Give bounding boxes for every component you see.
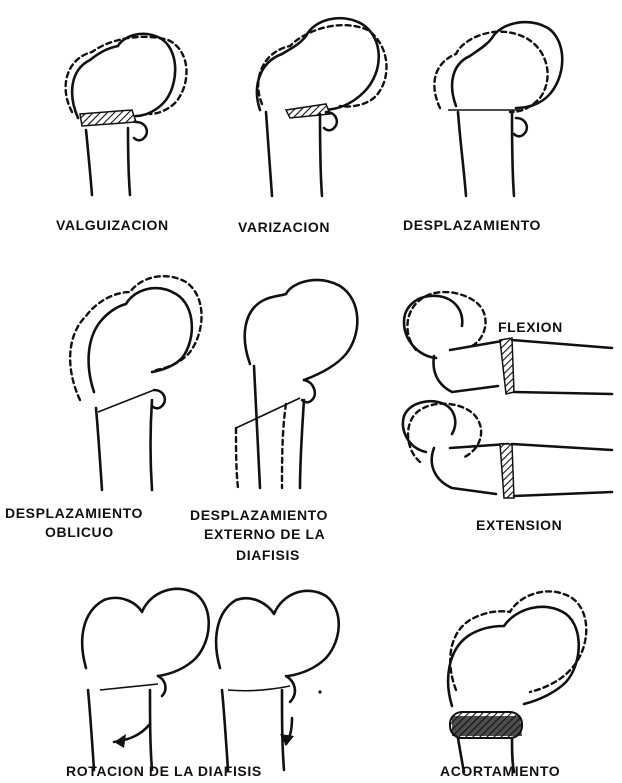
- label-rotacion: ROTACION DE LA DIAFISIS: [66, 762, 262, 780]
- label-externo-line3: DIAFISIS: [236, 546, 300, 564]
- femur-desplazamiento-externo: [236, 280, 357, 488]
- femur-flexion: [404, 292, 612, 394]
- label-flexion: FLEXION: [498, 318, 563, 336]
- label-externo-line1: DESPLAZAMIENTO: [190, 506, 328, 524]
- label-varizacion: VARIZACION: [238, 218, 330, 236]
- femur-rotacion-left: [82, 589, 209, 770]
- label-acortamiento: ACORTAMIENTO: [440, 762, 560, 780]
- label-oblicuo-line1: DESPLAZAMIENTO: [5, 504, 143, 522]
- label-oblicuo-line2: OBLICUO: [45, 523, 114, 541]
- femur-extension: [403, 401, 612, 498]
- femur-desplazamiento: [434, 22, 562, 196]
- femur-valguizacion: [66, 34, 187, 195]
- label-valguizacion: VALGUIZACION: [56, 216, 169, 234]
- femur-acortamiento: [448, 591, 586, 772]
- femur-desplazamiento-oblicuo: [70, 276, 201, 490]
- label-extension: EXTENSION: [476, 516, 562, 534]
- label-desplazamiento: DESPLAZAMIENTO: [403, 216, 541, 234]
- label-externo-line2: EXTERNO DE LA: [204, 525, 325, 543]
- femur-varizacion: [257, 18, 387, 196]
- femur-rotacion-right: [216, 591, 339, 770]
